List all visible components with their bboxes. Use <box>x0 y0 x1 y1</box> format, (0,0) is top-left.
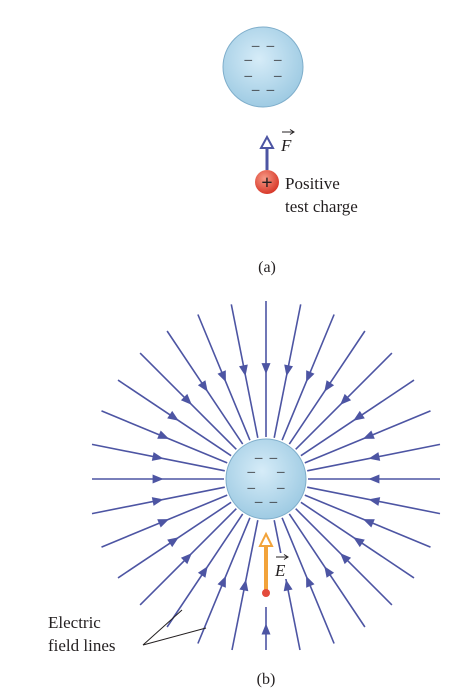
field-label: E <box>274 553 290 580</box>
panel-b: –––––––– E Electric field lines (b) <box>48 301 441 688</box>
test-charge-point <box>262 589 270 597</box>
field-line-arrow-26 <box>284 364 293 377</box>
minus-sign-a-8: – <box>266 82 275 98</box>
charged-sphere-b <box>225 438 307 520</box>
field-label-backdrop <box>274 553 290 579</box>
minus-sign-a-3: – <box>244 52 253 68</box>
minus-sign-a-6: – <box>273 68 282 84</box>
field-vector-arrowhead <box>258 531 274 547</box>
minus-sign-a-5: – <box>244 68 253 84</box>
force-vector-arrowhead <box>259 134 275 149</box>
field-line-arrow-23 <box>217 370 226 383</box>
minus-sign-a-1: – <box>251 38 260 54</box>
minus-sign-b-1: – <box>254 450 263 466</box>
panel-a-caption: (a) <box>258 259 276 276</box>
field-line-arrow-19 <box>157 430 170 439</box>
electric-field-lines <box>91 301 441 651</box>
field-line-arrow-12 <box>197 566 208 578</box>
test-charge-sign: + <box>261 172 272 194</box>
minus-sign-a-2: – <box>266 38 275 54</box>
sphere-minus-signs-a: –––––––– <box>244 38 282 98</box>
field-lines-label-line2: field lines <box>48 636 116 655</box>
minus-sign-b-5: – <box>247 480 256 496</box>
minus-sign-a-7: – <box>251 82 260 98</box>
field-line-arrow-13 <box>180 553 192 565</box>
positive-test-charge <box>255 170 279 194</box>
field-line-arrow-21 <box>180 393 192 405</box>
field-lines-label-line1: Electric <box>48 613 101 632</box>
field-line-arrow-2 <box>368 497 381 506</box>
panel-a: –––––––– F + Positive test charge (a) <box>222 26 358 276</box>
field-vector-bar-tip <box>283 554 289 560</box>
minus-sign-b-3: – <box>247 464 256 480</box>
minus-sign-a-4: – <box>273 52 282 68</box>
field-line-arrow-29 <box>340 393 352 405</box>
field-line-arrow-9 <box>261 623 271 635</box>
field-line-arrow-15 <box>157 519 170 528</box>
minus-sign-b-2: – <box>269 450 278 466</box>
field-line-arrow-16 <box>151 497 164 506</box>
field-line-arrow-24 <box>239 364 248 377</box>
panel-b-caption: (b) <box>257 671 276 688</box>
field-line-arrow-14 <box>167 537 179 548</box>
label-leader-1 <box>142 609 183 646</box>
field-line-arrow-6 <box>324 566 335 578</box>
test-charge-label-line2: test charge <box>285 197 358 216</box>
minus-sign-b-6: – <box>276 480 285 496</box>
field-line-arrow-22 <box>197 380 208 392</box>
field-line-arrow-32 <box>368 452 381 461</box>
minus-sign-b-4: – <box>276 464 285 480</box>
field-line-arrow-4 <box>353 537 365 548</box>
sphere-minus-signs-b: –––––––– <box>247 450 285 510</box>
field-line-arrow-25 <box>261 363 271 375</box>
field-line-arrow-8 <box>283 579 293 592</box>
field-line-arrow-30 <box>353 410 365 421</box>
minus-sign-b-7: – <box>254 494 263 510</box>
field-line-arrow-7 <box>306 575 315 588</box>
charged-sphere-a <box>222 26 304 108</box>
force-vector-bar-tip <box>289 129 295 135</box>
field-line-arrow-17 <box>152 474 164 484</box>
field-line-arrow-18 <box>151 452 164 461</box>
field-line-arrow-11 <box>217 575 226 588</box>
field-symbol: E <box>274 561 286 580</box>
minus-sign-b-8: – <box>269 494 278 510</box>
field-line-arrow-1 <box>368 474 380 484</box>
force-label: F <box>280 129 295 155</box>
force-symbol: F <box>280 136 292 155</box>
field-line-arrow-27 <box>306 370 315 383</box>
field-line-arrow-5 <box>340 553 352 565</box>
label-leader-2 <box>142 627 207 646</box>
field-line-arrow-20 <box>167 410 179 421</box>
field-line-arrow-10 <box>239 579 249 592</box>
field-line-arrow-3 <box>362 519 375 528</box>
test-charge-label-line1: Positive <box>285 174 340 193</box>
field-line-arrow-31 <box>362 430 375 439</box>
field-line-arrow-28 <box>324 380 335 392</box>
